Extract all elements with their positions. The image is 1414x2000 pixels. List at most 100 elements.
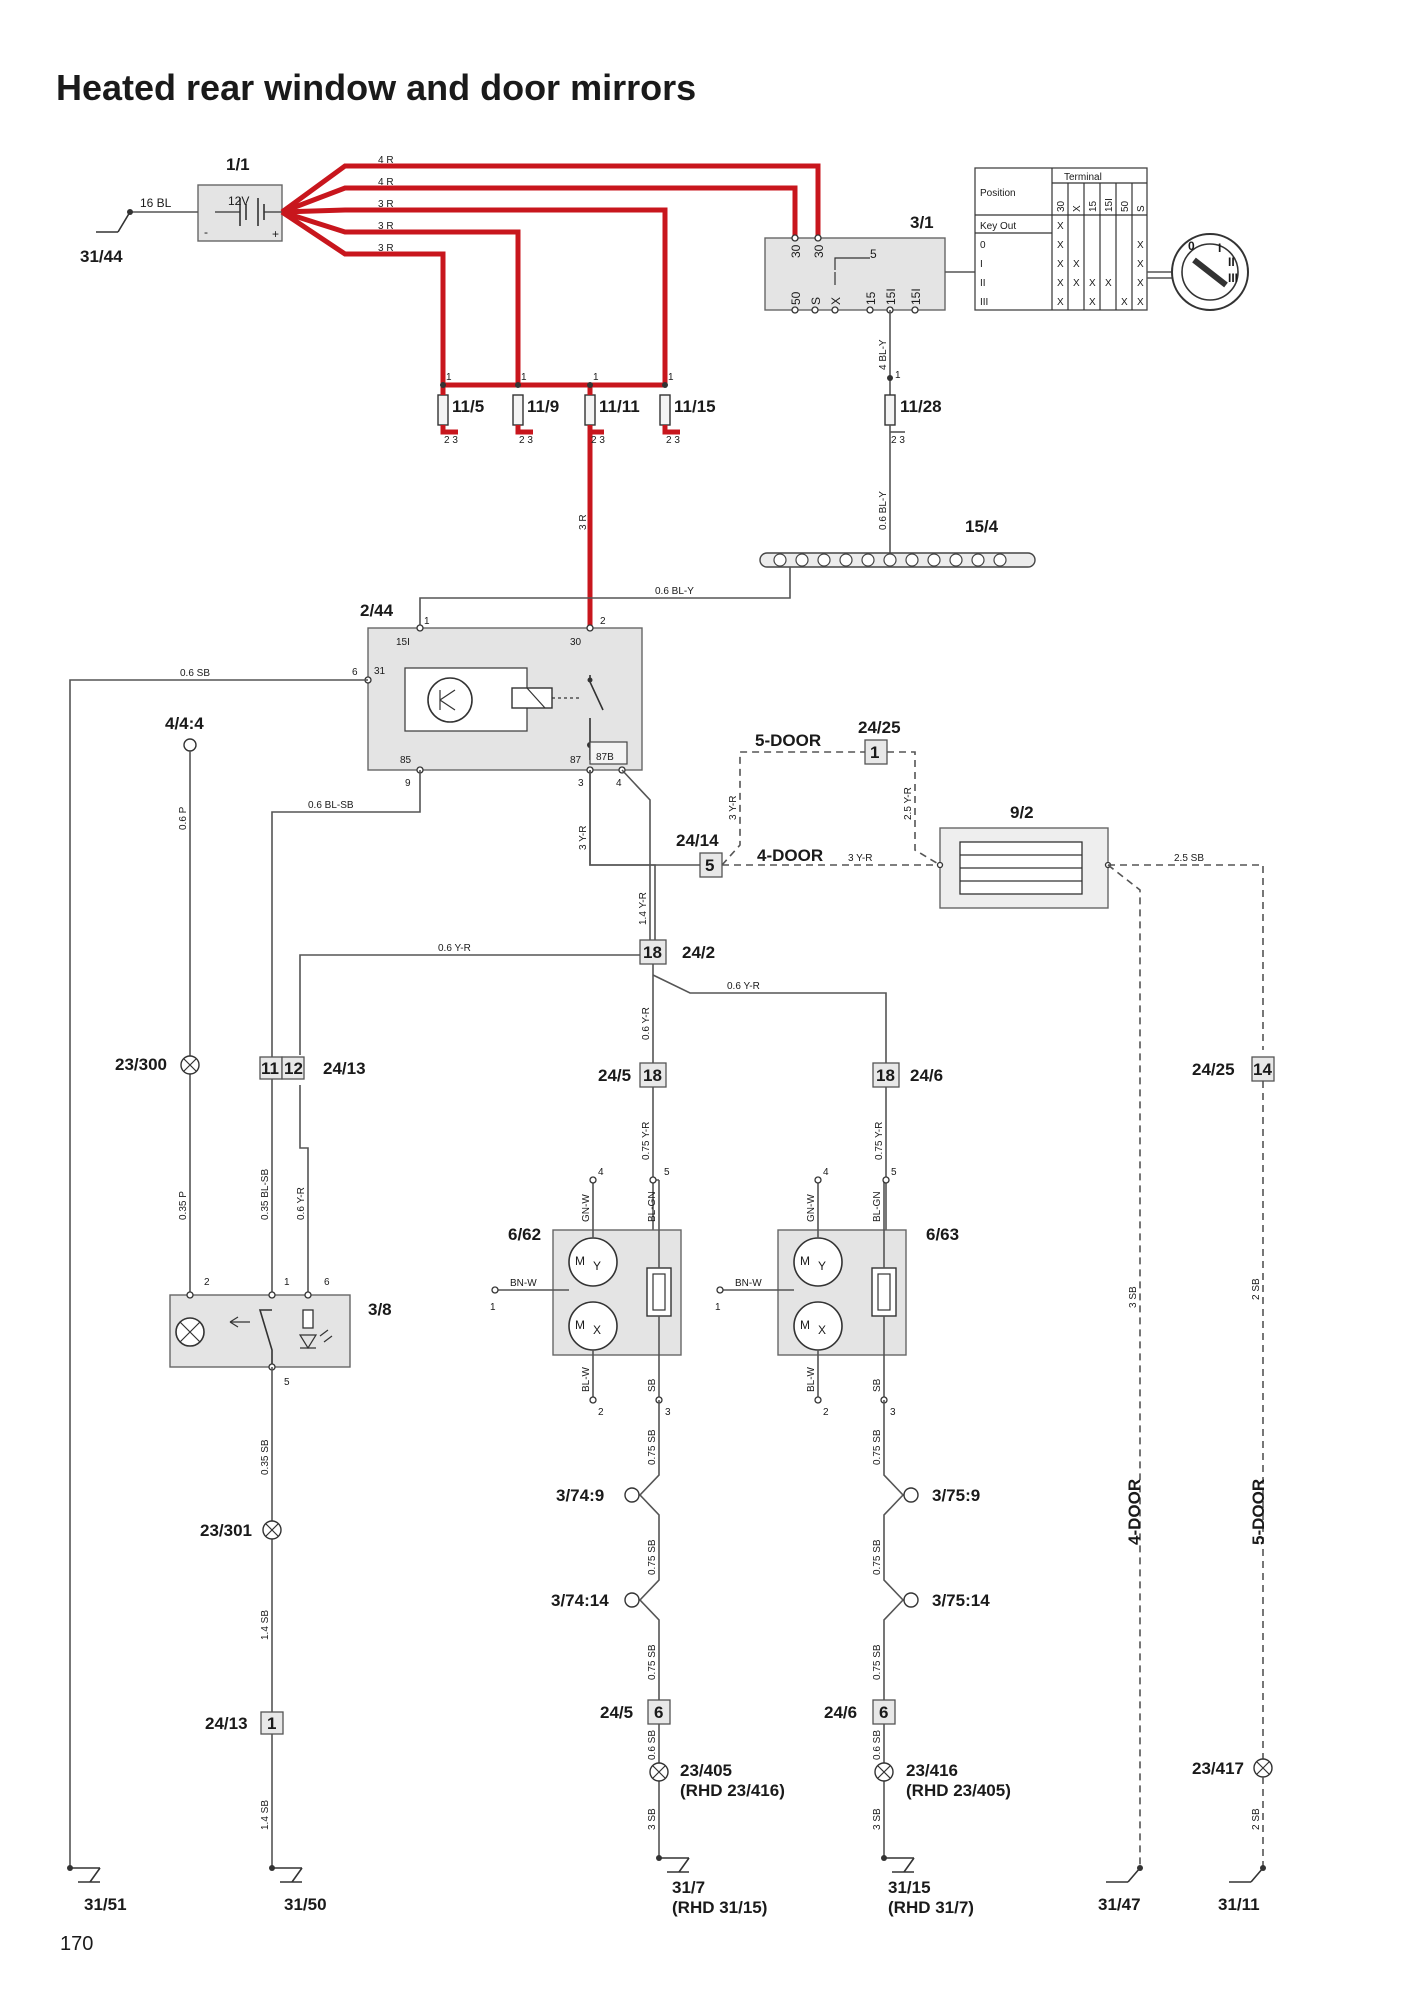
pin-label: X [829,297,843,305]
motor-label: Y [593,1259,601,1273]
splice-label-rhd: (RHD 23/416) [680,1781,785,1800]
pin-label: 1 [593,372,599,383]
wire-label: GN-W [581,1194,592,1222]
table-cell-mark: X [1137,259,1144,270]
bus-terminal [861,553,875,567]
wire-label: 0.75 SB [647,1644,658,1680]
pin-label: 30 [812,244,826,258]
connector-pin-label: 14 [1253,1060,1272,1079]
table-column-header: 30 [1056,200,1067,212]
connector-pin [260,1711,284,1735]
bus-terminal [839,553,853,567]
fuse-label: 11/9 [527,397,559,416]
connector-pin-label: 12 [284,1059,303,1078]
wire-label: 0.75 SB [872,1429,883,1465]
wire-label: 4 BL-Y [878,339,889,370]
connector-pin-label: 1 [267,1714,276,1733]
fuse-block [437,382,680,435]
fuse-11-28 [884,394,896,426]
table-cell-mark: X [1057,240,1064,251]
connector-label: 3/74:14 [551,1591,609,1610]
bus-terminal [817,553,831,567]
pin-label: 2 3 [444,435,458,446]
table-row-position: III [980,297,988,308]
page-number: 170 [60,1933,93,1955]
splice-label: 23/416 [906,1761,958,1780]
pin-label: 15I [884,288,898,305]
key-position-label: III [1228,271,1238,285]
pin-label: 31 [374,666,386,677]
bus-terminal [883,553,897,567]
table-cell-mark: X [1073,278,1080,289]
wire-label: 0.6 Y-R [641,1007,652,1040]
wire-label: 3 R [378,199,394,210]
wire-label: 2 SB [1251,1808,1262,1830]
wire-label: 3 Y-R [728,796,739,820]
fuse-label: 11/5 [452,397,484,416]
wire-label: 2.5 Y-R [903,787,914,820]
connector-pin-label: 6 [654,1703,663,1722]
battery-minus-label: - [204,225,208,239]
wire-label: 0.6 SB [180,668,210,679]
rear-window-label: 9/2 [1010,803,1034,822]
mirror-left [491,1176,682,1404]
connector-label: 4/4:4 [165,714,204,733]
switch [169,1291,351,1371]
wire-label: 1.4 SB [260,1800,271,1830]
pin-label: 6 [324,1277,330,1288]
splice [262,1520,282,1540]
wire-label: BN-W [735,1278,762,1289]
ground-label: 31/50 [284,1895,327,1914]
wire-label: 3 R [378,221,394,232]
switch-label: 3/8 [368,1300,392,1319]
connector-pin-label: 18 [643,1066,662,1085]
pin-label: 2 [600,616,606,627]
wire-label: SB [872,1378,883,1392]
pin-label: 2 3 [591,435,605,446]
connector-label: 24/14 [676,831,719,850]
connector-pin-label: 11 [261,1059,279,1078]
table-cell-mark: X [1105,278,1112,289]
connector-label: 24/13 [323,1059,366,1078]
pin-label: 1 [446,372,452,383]
battery-plus-label: + [272,227,279,241]
table-cell-mark: X [1057,221,1064,232]
connector-label: 24/5 [598,1066,631,1085]
table-column-header: 15 [1088,200,1099,212]
ignition-switch-label: 3/1 [910,213,934,232]
pin-label: 2 [823,1407,829,1418]
mirror-label: 6/62 [508,1225,541,1244]
ignition-table [974,167,1148,311]
wire-label: 0.75 Y-R [874,1122,885,1160]
ground-label-rhd: (RHD 31/15) [672,1898,767,1917]
pin-label: 30 [789,244,803,258]
ground-label: 31/7 [672,1878,705,1897]
pin-label: 30 [570,637,582,648]
pin-label: 1 [284,1277,290,1288]
wire-label: BN-W [510,1278,537,1289]
table-column-header: 15I [1104,198,1115,212]
bus-label: 15/4 [965,517,999,536]
connector-label: 24/25 [1192,1060,1235,1079]
bus-terminal [927,553,941,567]
wire-label: 3 R [578,514,589,530]
ground-label-rhd: (RHD 31/7) [888,1898,974,1917]
table-row-position: Key Out [980,221,1016,232]
table-cell-mark: X [1073,259,1080,270]
fuse-label: 11/28 [900,397,942,416]
pin-label: 87B [596,752,614,763]
wire-label: 3 Y-R [848,853,872,864]
wire-label: 3 SB [1128,1286,1139,1308]
pin-label: 3 [665,1407,671,1418]
ground-label: 31/47 [1098,1895,1141,1914]
connector-pin [281,1056,305,1080]
bus-bar [759,552,1036,568]
wire-label: 0.35 P [178,1191,189,1220]
splice [180,1055,200,1075]
table-cell-mark: X [1089,297,1096,308]
connector-pin-label: 5 [705,856,714,875]
pin-label: 1 [490,1302,496,1313]
table-cell-mark: X [1137,297,1144,308]
wire-label: 1.4 Y-R [638,892,649,925]
